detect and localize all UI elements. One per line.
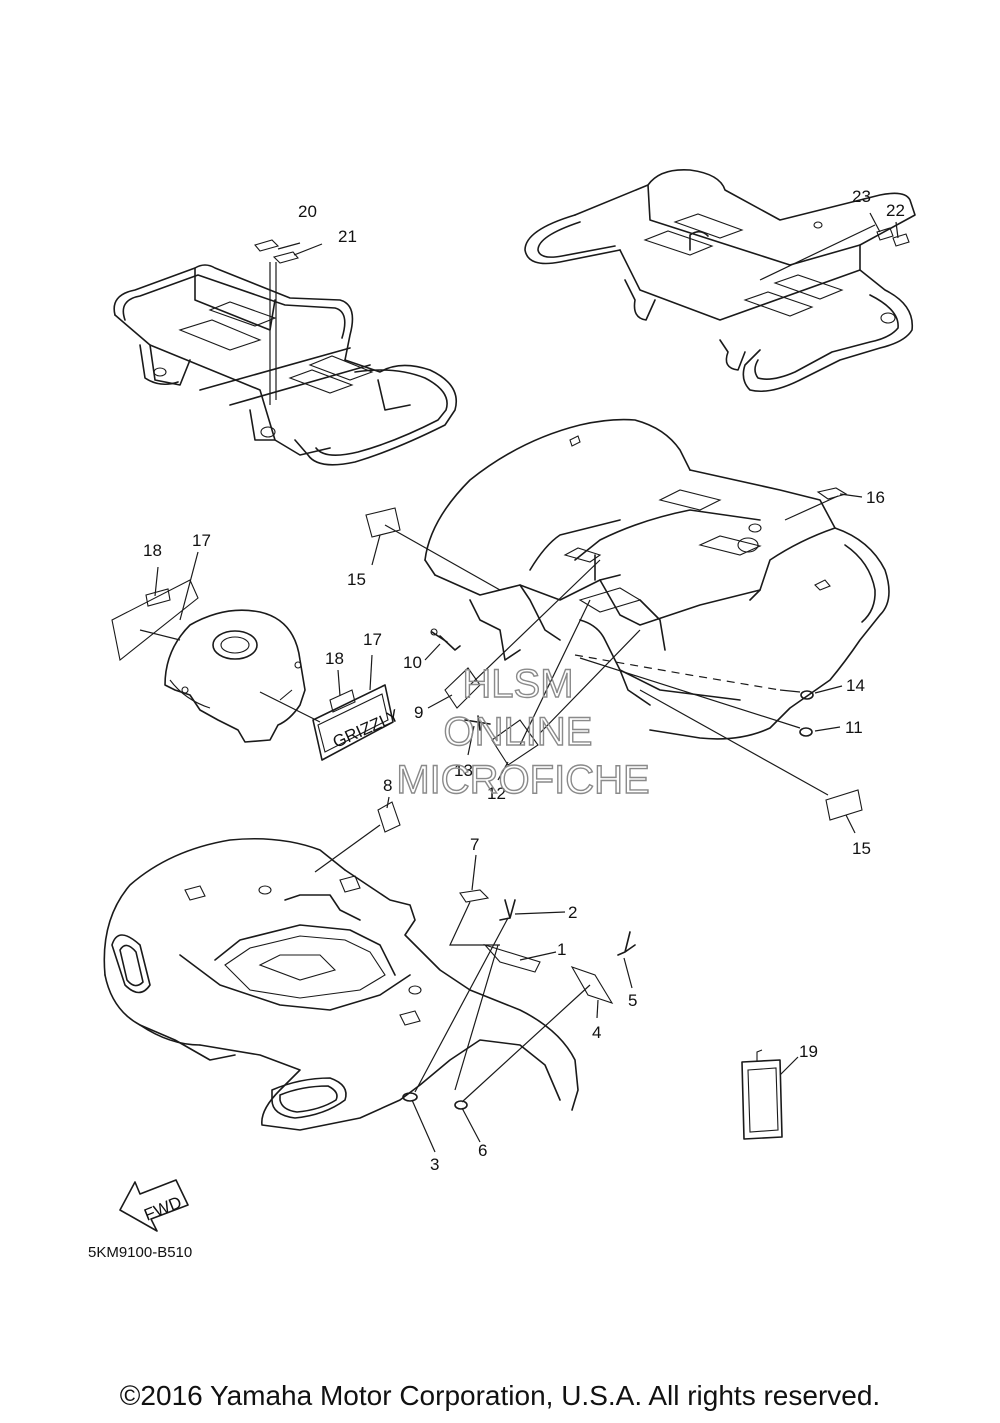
callout-13: 13 [454,761,473,780]
decal-18-right-shape [329,689,356,713]
nut-6-shape [454,1100,468,1110]
fwd-arrow-icon: FWD [119,1179,189,1232]
bolt-10-shape [431,631,461,651]
callout-11: 11 [845,718,863,737]
label-15-lower-shape [825,789,863,821]
washer-14-shape [800,690,814,700]
watermark: HLSM ONLINE MICROFICHE [396,661,651,802]
callout-17-left: 17 [192,531,211,550]
nut-3-shape [402,1092,418,1102]
callout-21: 21 [338,227,357,246]
emblem-17: GRIZZLY [312,684,402,761]
callout-16: 16 [866,488,885,507]
callout-9: 9 [414,703,423,722]
front-fender [103,838,579,1131]
callout-3: 3 [430,1155,439,1174]
callout-7: 7 [470,835,479,854]
callout-14: 14 [846,676,865,695]
callout-6: 6 [478,1141,487,1160]
plate-1-shape [483,943,541,973]
bolt-13-shape [464,715,491,731]
label-20-shape [254,239,280,252]
label-16-shape [816,487,848,500]
callout-4: 4 [592,1023,601,1042]
bolt-5-shape [617,931,636,956]
copyright-notice: ©2016 Yamaha Motor Corporation, U.S.A. A… [119,1380,881,1411]
tank-cover [164,609,306,743]
callout-15-upper: 15 [347,570,366,589]
callout-2: 2 [568,903,577,922]
label-22-shape [892,233,910,247]
fwd-label: FWD [141,1193,184,1225]
callout-10: 10 [403,653,422,672]
plate-12-shape [491,719,539,766]
plate-9-shape [444,667,481,709]
leader-lines [139,212,899,1153]
label-21-shape [272,251,299,264]
decal-18-left-shape [145,588,171,607]
watermark-line-3: MICROFICHE [396,758,649,802]
callout-5: 5 [628,991,637,1010]
callout-15-lower: 15 [852,839,871,858]
callout-17-right: 17 [363,630,382,649]
watermark-line-1: HLSM [462,662,573,706]
emblem-text: GRIZZLY [330,706,402,752]
washer-11-shape [799,727,813,737]
plate-4-shape [570,965,614,1004]
callout-18-left: 18 [143,541,162,560]
callout-22: 22 [886,201,905,220]
callout-8: 8 [383,776,392,795]
watermark-line-2: ONLINE [444,710,593,754]
callout-12: 12 [487,784,506,803]
callout-numbers: 20 21 23 22 16 15 18 17 18 17 10 9 13 12… [143,187,905,1174]
callout-18-right: 18 [325,649,344,668]
callout-20: 20 [298,202,317,221]
rear-fender [424,418,890,740]
callout-23: 23 [852,187,871,206]
decal-17-left-shape [111,579,199,661]
tag-19 [741,1049,783,1140]
drawing-code: 5KM9100-B510 [88,1244,192,1261]
label-15-upper-shape [365,507,401,538]
callout-1: 1 [557,940,566,959]
label-8-shape [377,801,401,833]
front-carrier-rack [113,264,457,466]
label-7-shape [459,889,490,903]
rear-carrier-rack [524,168,916,393]
bolt-2-shape [499,899,516,921]
callout-19: 19 [799,1042,818,1061]
label-23-shape [876,227,894,241]
